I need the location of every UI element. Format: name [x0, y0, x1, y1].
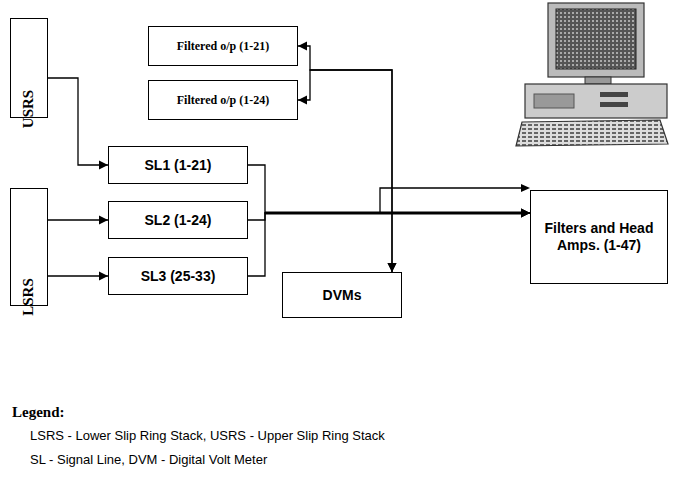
meter-box: DVMs	[282, 272, 402, 318]
connector	[298, 70, 397, 272]
box-label: USRS	[19, 89, 36, 127]
box-label: SL3 (25-33)	[141, 268, 216, 284]
box-label: SL2 (1-24)	[145, 212, 212, 228]
box-label: LSRS	[20, 278, 37, 316]
stack-box: LSRS	[10, 188, 48, 306]
connector	[298, 42, 397, 273]
connector	[48, 78, 108, 170]
connector	[248, 209, 530, 277]
legend-line: SL - Signal Line, DVM - Digital Volt Met…	[30, 452, 267, 467]
signal-line-box: SL3 (25-33)	[108, 257, 248, 295]
box-label: Filtered o/p (1-21)	[177, 39, 269, 54]
box-label: DVMs	[323, 287, 362, 303]
output-box: Filtered o/p (1-24)	[148, 80, 298, 120]
signal-line-box: SL1 (1-21)	[108, 146, 248, 184]
legend-line: LSRS - Lower Slip Ring Stack, USRS - Upp…	[30, 428, 385, 443]
box-label: SL1 (1-21)	[145, 157, 212, 173]
connector	[248, 209, 530, 221]
connector	[248, 165, 530, 218]
signal-line-box: SL2 (1-24)	[108, 201, 248, 239]
output-box: Filtered o/p (1-21)	[148, 26, 298, 66]
box-label: Filtered o/p (1-24)	[177, 93, 269, 108]
legend-heading: Legend:	[12, 404, 65, 421]
connector	[48, 272, 108, 281]
stack-box: USRS	[10, 18, 48, 118]
amplifier-box: Filters and Head Amps. (1-47)	[530, 190, 668, 284]
box-label: Filters and Head Amps. (1-47)	[544, 220, 654, 255]
connector	[48, 216, 108, 225]
